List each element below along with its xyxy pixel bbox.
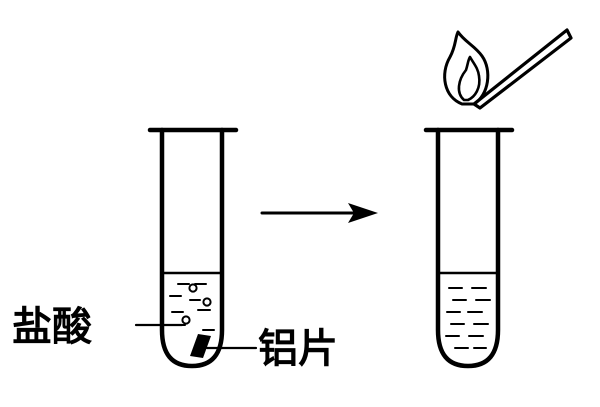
left-tube-body [159, 127, 225, 369]
hydrochloric-acid-label: 盐酸 [12, 304, 93, 350]
right-liquid-dashes [445, 287, 491, 349]
gas-bubbles [181, 283, 212, 325]
right-test-tube [423, 127, 515, 369]
bubble [188, 283, 198, 293]
arrow-head [348, 203, 378, 223]
wooden-splint [472, 28, 573, 110]
aluminum-strip-label: 铝片 [258, 326, 338, 372]
left-liquid-dashes [169, 283, 215, 331]
outer-flame [443, 30, 490, 106]
reaction-arrow [260, 203, 378, 223]
inner-flame [457, 55, 481, 102]
bubble [181, 315, 191, 325]
left-test-tube [147, 127, 239, 369]
right-tube-body [435, 127, 501, 369]
bubble [202, 297, 212, 307]
aluminum-strip [190, 334, 211, 358]
flame-icon [443, 30, 490, 106]
burning-splint [443, 28, 573, 110]
